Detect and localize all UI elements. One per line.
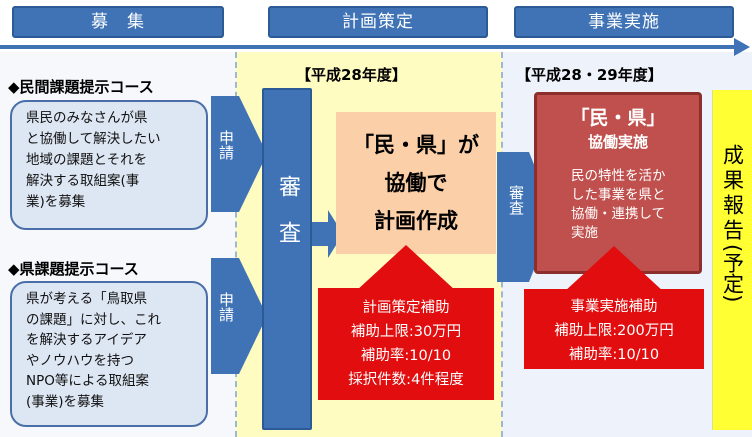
impl-subsidy-box: 事業実施補助 補助上限:200万円 補助率:10/10 — [524, 289, 704, 369]
phase-tab-implement: 事業実施 — [514, 6, 734, 38]
course-description-prefecture: 県が考える「鳥取県 の課題」に対し、これ を解決するアイデア やノウハウを持つ … — [10, 281, 208, 427]
course-line: 県が考える「鳥取県 — [26, 291, 148, 307]
timeline-arrowhead — [734, 38, 750, 56]
plan-subsidy-box: 計画策定補助 補助上限:30万円 補助率:10/10 採択件数:4件程度 — [318, 288, 494, 400]
impl-subsidy-arrow — [564, 246, 664, 292]
joint-plan-line: 「民・県」が — [353, 133, 479, 157]
impl-subsidy-line: 補助率:10/10 — [568, 347, 660, 363]
plan-subsidy-arrow — [356, 245, 456, 291]
phase-tab-recruit: 募 集 — [12, 6, 224, 38]
review-label-second: 審査 — [500, 185, 532, 215]
course-line: 県民のみなさんが県 — [26, 110, 148, 126]
course-line: 解決する取組案(事 — [26, 173, 140, 189]
course-title-prefecture: ◆県課題提示コース — [8, 260, 139, 278]
course-line: NPO等による取組案 — [26, 373, 149, 389]
apply-arrow — [211, 96, 267, 212]
impl-description: 民の特性を活か した事業を県と 協働・連携して 実施 — [537, 167, 699, 243]
impl-line: 民の特性を活か — [571, 168, 666, 184]
plan-subsidy-line: 補助率:10/10 — [360, 348, 452, 364]
result-report-box: 成果報告(予定) — [712, 90, 752, 430]
result-report-main: 成果報告 — [720, 144, 745, 244]
review-to-plan-arrow — [312, 210, 343, 258]
course-line: やノウハウを持つ — [26, 352, 134, 369]
impl-subtitle: 協働実施 — [587, 133, 648, 151]
joint-plan-box: 「民・県」が 協働で 計画作成 — [336, 112, 496, 254]
plan-subsidy-line: 補助上限:30万円 — [350, 324, 462, 340]
joint-plan-line: 計画作成 — [374, 209, 458, 233]
apply-label: 申請 — [211, 130, 241, 160]
apply-label-text: 申請 — [217, 130, 235, 160]
course-line: 地域の課題とそれを — [26, 152, 148, 168]
impl-subsidy-line: 事業実施補助 — [570, 299, 658, 315]
apply-label: 申請 — [211, 292, 241, 322]
result-report-text: 成果報告(予定) — [719, 144, 747, 302]
course-line: の課題」に対し、これ — [26, 311, 161, 328]
course-line: 業)を募集 — [26, 194, 86, 210]
plan-subsidy-line: 計画策定補助 — [362, 300, 450, 316]
course-line: (事業)を募集 — [26, 393, 105, 410]
phase-tab-plan: 計画策定 — [268, 6, 488, 38]
impl-subsidy-line: 補助上限:200万円 — [554, 323, 674, 339]
review-label-second-text: 審査 — [507, 185, 525, 215]
impl-title: 「民・県」 — [570, 107, 666, 129]
timeline-arrow — [0, 38, 750, 56]
course-line: と協働して解決したい — [26, 131, 161, 147]
course-title-private: ◆民間課題提示コース — [8, 78, 154, 96]
apply-arrow — [211, 258, 267, 374]
review-label-text: 審査 — [275, 175, 300, 267]
apply-label-text: 申請 — [217, 292, 235, 322]
course-description-private: 県民のみなさんが県 と協働して解決したい 地域の課題とそれを 解決する取組案(事… — [10, 100, 208, 230]
review-block — [262, 88, 312, 430]
course-line: を解決するアイデア — [26, 332, 147, 348]
phase-separator — [235, 52, 237, 437]
result-report-note: (予定) — [720, 244, 745, 303]
plan-subsidy-line: 採択件数:4件程度 — [348, 372, 464, 388]
impl-line: した事業を県と — [571, 187, 666, 203]
year-label-plan: 【平成28年度】 — [296, 66, 407, 84]
impl-line: 実施 — [571, 225, 598, 241]
impl-line: 協働・連携して — [571, 206, 666, 222]
year-label-implement: 【平成28・29年度】 — [516, 66, 663, 84]
review-label: 審査 — [262, 175, 312, 267]
joint-plan-line: 協働で — [384, 171, 448, 195]
joint-implementation-box: 「民・県」 協働実施 民の特性を活か した事業を県と 協働・連携して 実施 — [534, 92, 702, 274]
